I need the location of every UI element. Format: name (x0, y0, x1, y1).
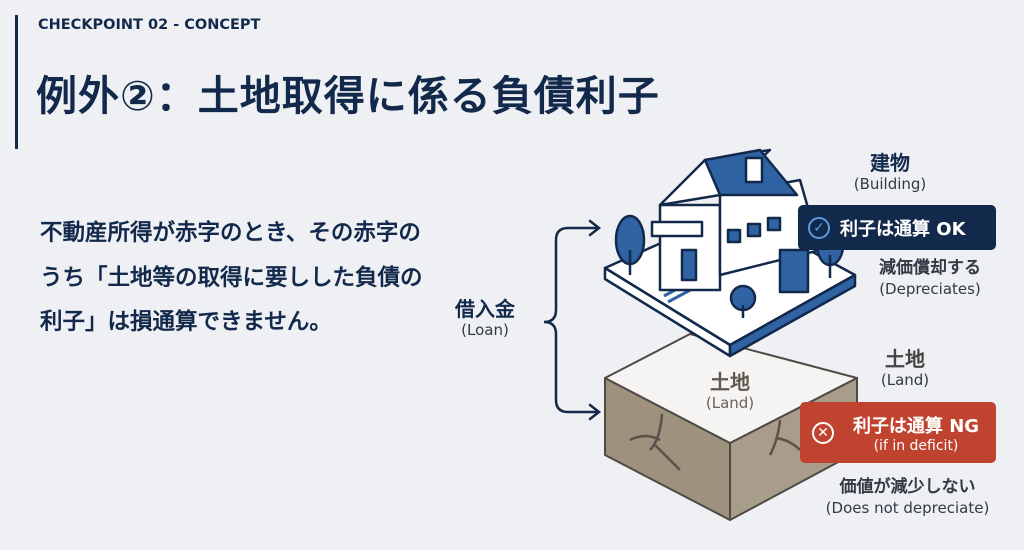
page-title: 例外②：土地取得に係る負債利子 (36, 72, 660, 120)
building-jp: 建物 (870, 151, 910, 175)
interest-ng-badge: ✕ 利子は通算 NG (if in deficit) (800, 402, 996, 463)
no-depreciation-jp: 価値が減少しない (839, 477, 976, 497)
ok-badge-text: 利子は通算 OK (840, 218, 966, 240)
no-depreciation-note: 価値が減少しない (Does not depreciate) (810, 477, 1005, 519)
land-inner-jp: 土地 (710, 370, 750, 394)
house-icon (603, 148, 857, 358)
depreciates-note: 減価償却する (Depreciates) (860, 258, 1000, 300)
depreciates-en: (Depreciates) (879, 280, 981, 298)
interest-ok-badge: ✓ 利子は通算 OK (798, 205, 996, 250)
building-label: 建物 (Building) (830, 153, 950, 195)
brace-arrows (543, 219, 602, 421)
land-en: (Land) (880, 371, 930, 389)
building-en: (Building) (853, 175, 927, 193)
x-circle-icon: ✕ (812, 421, 834, 444)
land-inner-label: 土地 (Land) (690, 372, 770, 414)
depreciates-jp: 減価償却する (879, 258, 981, 278)
land-jp: 土地 (885, 347, 925, 371)
ng-badge-sub: (if in deficit) (873, 437, 959, 454)
loan-jp: 借入金 (455, 297, 515, 321)
no-depreciation-en: (Does not depreciate) (825, 499, 990, 517)
ng-badge-text: 利子は通算 NG (852, 415, 980, 437)
kicker: CHECKPOINT 02 - CONCEPT (38, 17, 261, 33)
check-circle-icon: ✓ (808, 216, 830, 239)
loan-label: 借入金 (Loan) (455, 299, 515, 341)
body-text: 不動産所得が赤字のとき、その赤字のうち「土地等の取得に要しした負債の利子」は損通… (40, 220, 423, 335)
land-label: 土地 (Land) (855, 349, 955, 391)
land-inner-en: (Land) (705, 394, 755, 412)
accent-bar (15, 15, 18, 149)
loan-en: (Loan) (461, 321, 509, 339)
